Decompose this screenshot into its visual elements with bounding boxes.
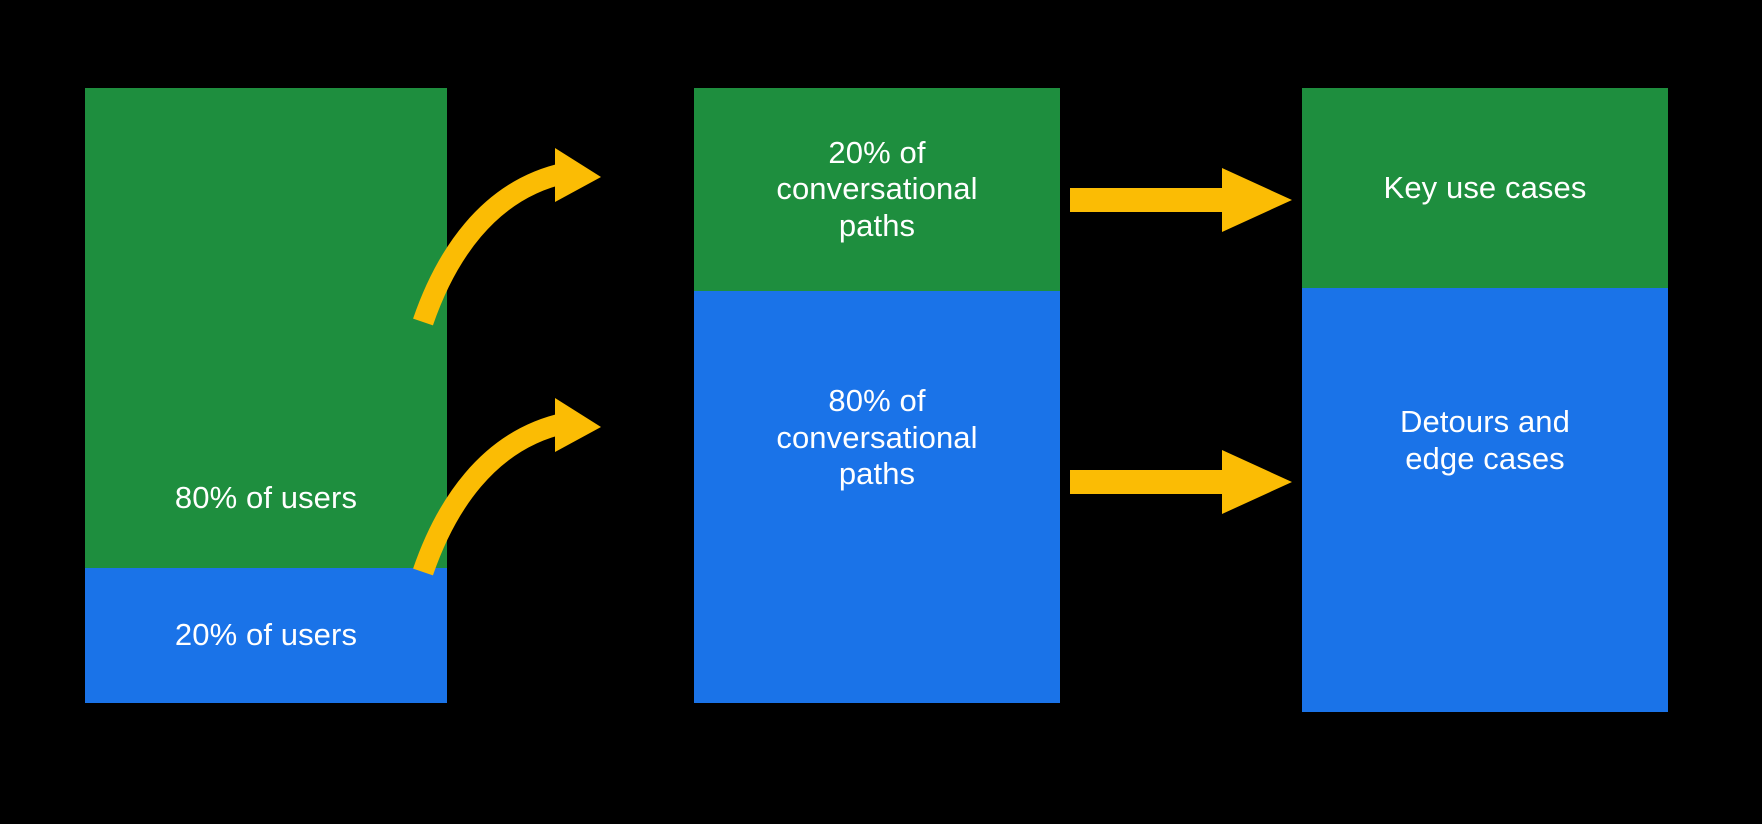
segment-20-percent-paths: 20% of conversational paths [694,88,1060,291]
segment-80-percent-users: 80% of users [85,88,447,568]
segment-label: 80% of users [174,479,358,515]
segment-80-percent-paths: 80% of conversational paths [694,291,1060,703]
segment-label: 20% of conversational paths [776,134,978,243]
segment-label: Detours and edge cases [1400,404,1570,476]
straight-arrow-top-icon [1070,168,1292,232]
column-conversational-paths: 20% of conversational paths 80% of conve… [694,88,1060,703]
segment-20-percent-users: 20% of users [85,568,447,703]
column-outcomes: Key use cases Detours and edge cases [1302,88,1668,712]
segment-label: Key use cases [1383,169,1587,205]
segment-label: 20% of users [174,617,358,653]
segment-key-use-cases: Key use cases [1302,88,1668,288]
straight-arrow-bottom-icon [1070,450,1292,514]
segment-detours-edge-cases: Detours and edge cases [1302,288,1668,712]
column-users: 80% of users 20% of users [85,88,447,703]
segment-label: 80% of conversational paths [776,383,978,492]
